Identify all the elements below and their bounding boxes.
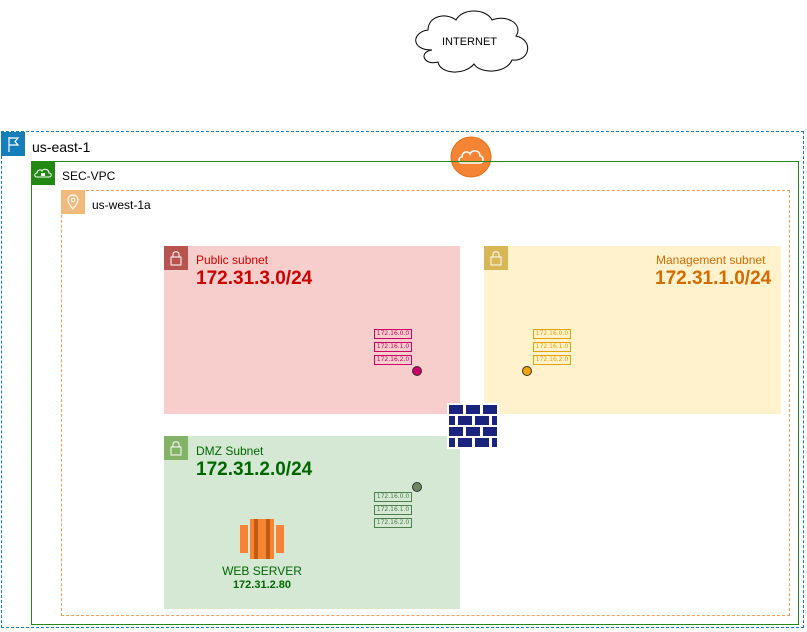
firewall-icon	[447, 403, 499, 449]
lock-icon	[164, 436, 188, 460]
public-subnet-cidr: 172.31.3.0/24	[196, 268, 313, 289]
dmz-subnet-name: DMZ Subnet	[196, 444, 264, 458]
dmz-subnet-cidr: 172.31.2.0/24	[196, 459, 313, 480]
route-table-entry: 172.16.0.0	[374, 329, 412, 339]
web-server-name: WEB SERVER	[222, 564, 302, 578]
management-subnet-cidr: 172.31.1.0/24	[655, 268, 772, 289]
route-table-entry: 172.16.2.0	[533, 355, 571, 365]
dmz-subnet	[164, 436, 460, 609]
cloud-icon	[450, 136, 492, 178]
region-label: us-east-1	[32, 139, 91, 155]
region-group	[1, 131, 804, 628]
location-pin-icon	[61, 190, 85, 214]
public-subnet-name: Public subnet	[196, 253, 269, 267]
availability-zone-group	[61, 190, 790, 616]
internet-cloud-icon	[415, 10, 528, 73]
route-table-entry: 172.16.0.0	[533, 329, 571, 339]
public-subnet	[164, 246, 460, 414]
internet-label: INTERNET	[442, 36, 497, 48]
cloud-lock-icon	[31, 161, 55, 185]
connection-endpoint	[412, 482, 422, 492]
flag-icon	[1, 132, 25, 156]
route-table-entry: 172.16.1.0	[374, 342, 412, 352]
management-subnet-name: Management subnet	[656, 253, 766, 267]
ec2-instance-icon	[240, 517, 284, 559]
web-server-ip: 172.31.2.80	[232, 579, 292, 591]
lock-icon	[164, 246, 188, 270]
route-table-entry: 172.16.1.0	[533, 342, 571, 352]
route-table-entry: 172.16.1.0	[374, 505, 412, 515]
vpc-label: SEC-VPC	[62, 169, 116, 183]
route-table-entry: 172.16.2.0	[374, 355, 412, 365]
az-label: us-west-1a	[92, 198, 151, 212]
route-table-entry: 172.16.0.0	[374, 492, 412, 502]
lock-icon	[484, 246, 508, 270]
connection-endpoint	[412, 366, 422, 376]
vpc-group	[31, 161, 799, 625]
connection-endpoint	[522, 366, 532, 376]
route-table-entry: 172.16.2.0	[374, 518, 412, 528]
